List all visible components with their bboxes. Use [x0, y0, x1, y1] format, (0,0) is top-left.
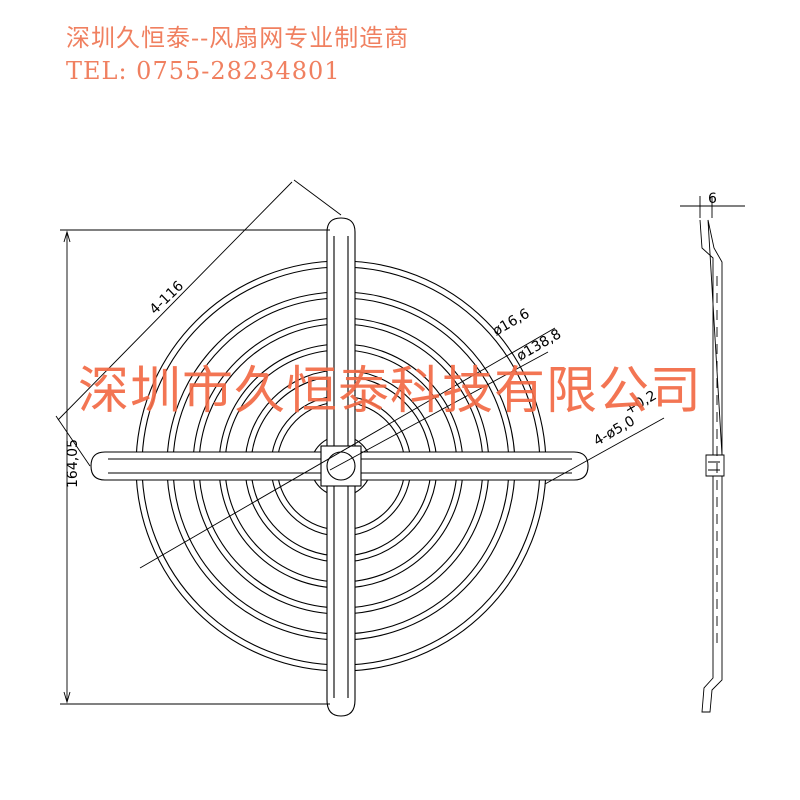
- diagonal-label: 4-116: [147, 278, 187, 318]
- fan-guard-front-view: [90, 217, 589, 717]
- diagonal-extension: [55, 415, 91, 467]
- side-profile: [699, 219, 723, 713]
- diagonal-dimension-line: [57, 181, 293, 421]
- center-hub-ring: [326, 451, 356, 481]
- diameter-leader: [329, 351, 549, 471]
- outer-diameter-label: ø138,8: [514, 326, 564, 364]
- diameter-leader: [139, 327, 556, 569]
- arrow: [63, 230, 71, 243]
- height-label: 164,05: [65, 439, 81, 488]
- side-clip: [705, 454, 725, 477]
- thickness-label: 6: [708, 191, 717, 207]
- company-phone: TEL: 0755-28234801: [66, 57, 341, 85]
- side-clip-detail: [708, 461, 720, 471]
- header: 深圳久恒泰--风扇网专业制造商 TEL: 0755-28234801: [66, 22, 409, 88]
- dimension-lines: [55, 179, 745, 713]
- inner-diameter-label: ø16,6: [490, 306, 532, 340]
- diagonal-extension: [293, 179, 342, 216]
- arrow: [63, 691, 71, 704]
- hole-leader: [544, 417, 665, 485]
- company-watermark: 深圳市久恒泰科技有限公司: [78, 362, 703, 421]
- company-title: 深圳久恒泰--风扇网专业制造商: [66, 24, 410, 52]
